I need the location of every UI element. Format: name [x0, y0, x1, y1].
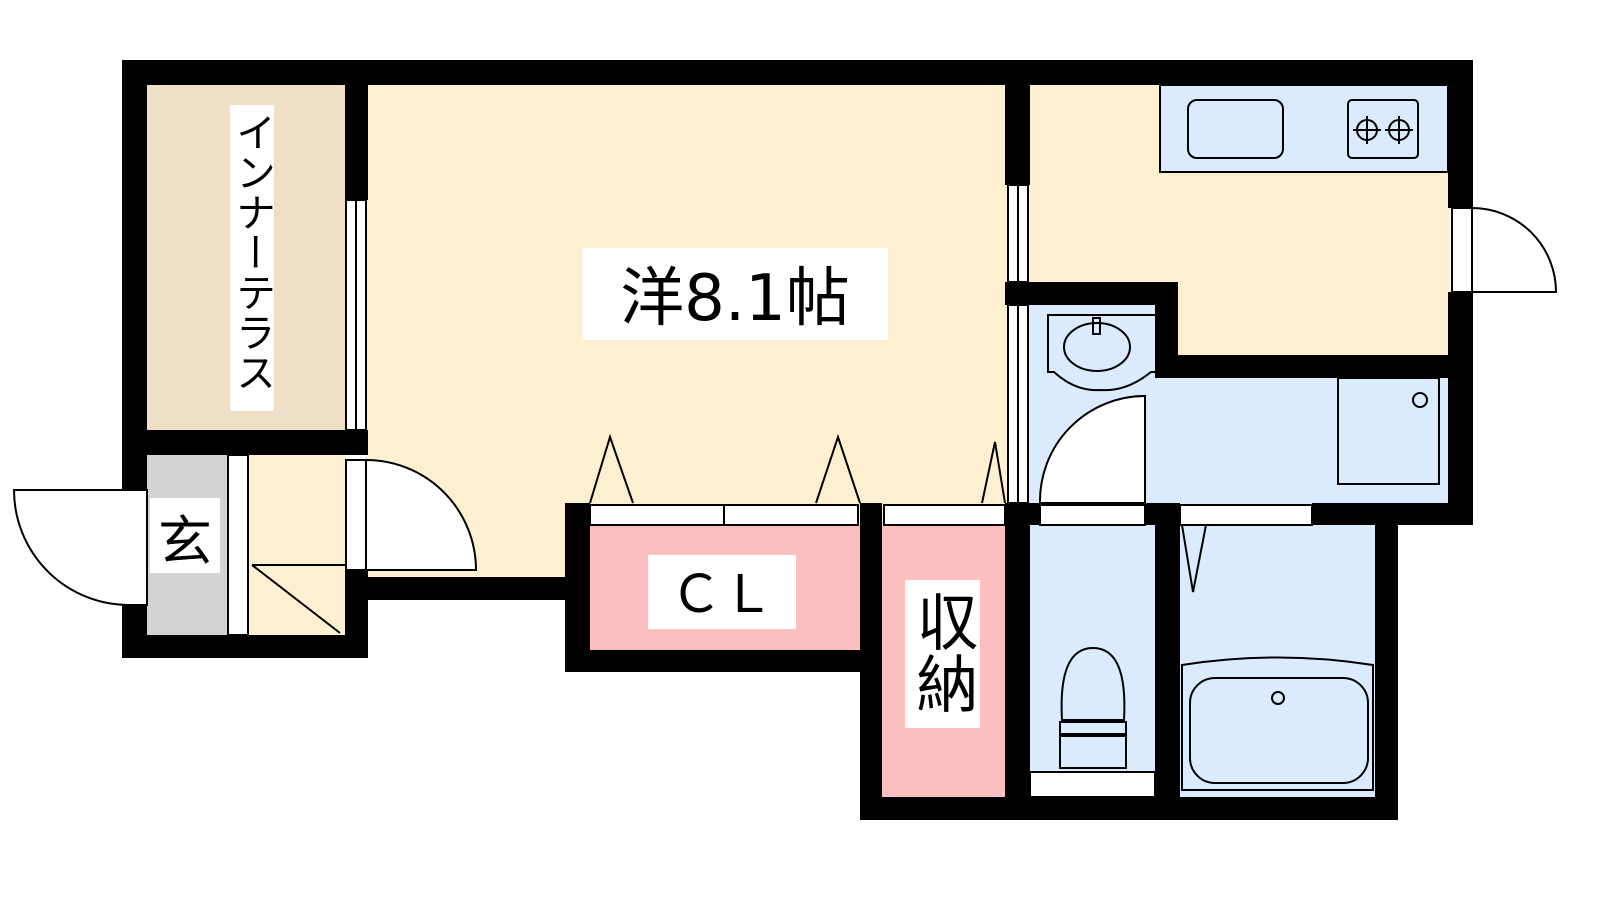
- kitchen-door[interactable]: [1451, 206, 1558, 293]
- inner-terrace-label: インナーテラス: [229, 112, 275, 392]
- closet-door-marks: [251, 433, 1207, 634]
- bathtub-icon: [1181, 656, 1374, 791]
- washing-machine-icon: [1337, 377, 1440, 485]
- closet-label: ＣＬ: [670, 565, 774, 625]
- room-door[interactable]: [345, 458, 478, 571]
- washroom-area-2: [1150, 376, 1450, 506]
- kitchen-sink-icon: [1187, 99, 1284, 159]
- wash-basin-icon: [1047, 314, 1160, 392]
- toilet-icon: [1059, 646, 1127, 769]
- storage-label: 収納: [906, 590, 979, 714]
- entrance-label: 玄: [158, 510, 212, 573]
- western-room-label: 洋8.1帖: [620, 262, 850, 336]
- entrance-step: [248, 455, 346, 635]
- windows: [227, 184, 1313, 798]
- washroom-door[interactable]: [1038, 394, 1146, 504]
- entrance-door[interactable]: [12, 489, 148, 607]
- stove-icon: [1347, 99, 1419, 159]
